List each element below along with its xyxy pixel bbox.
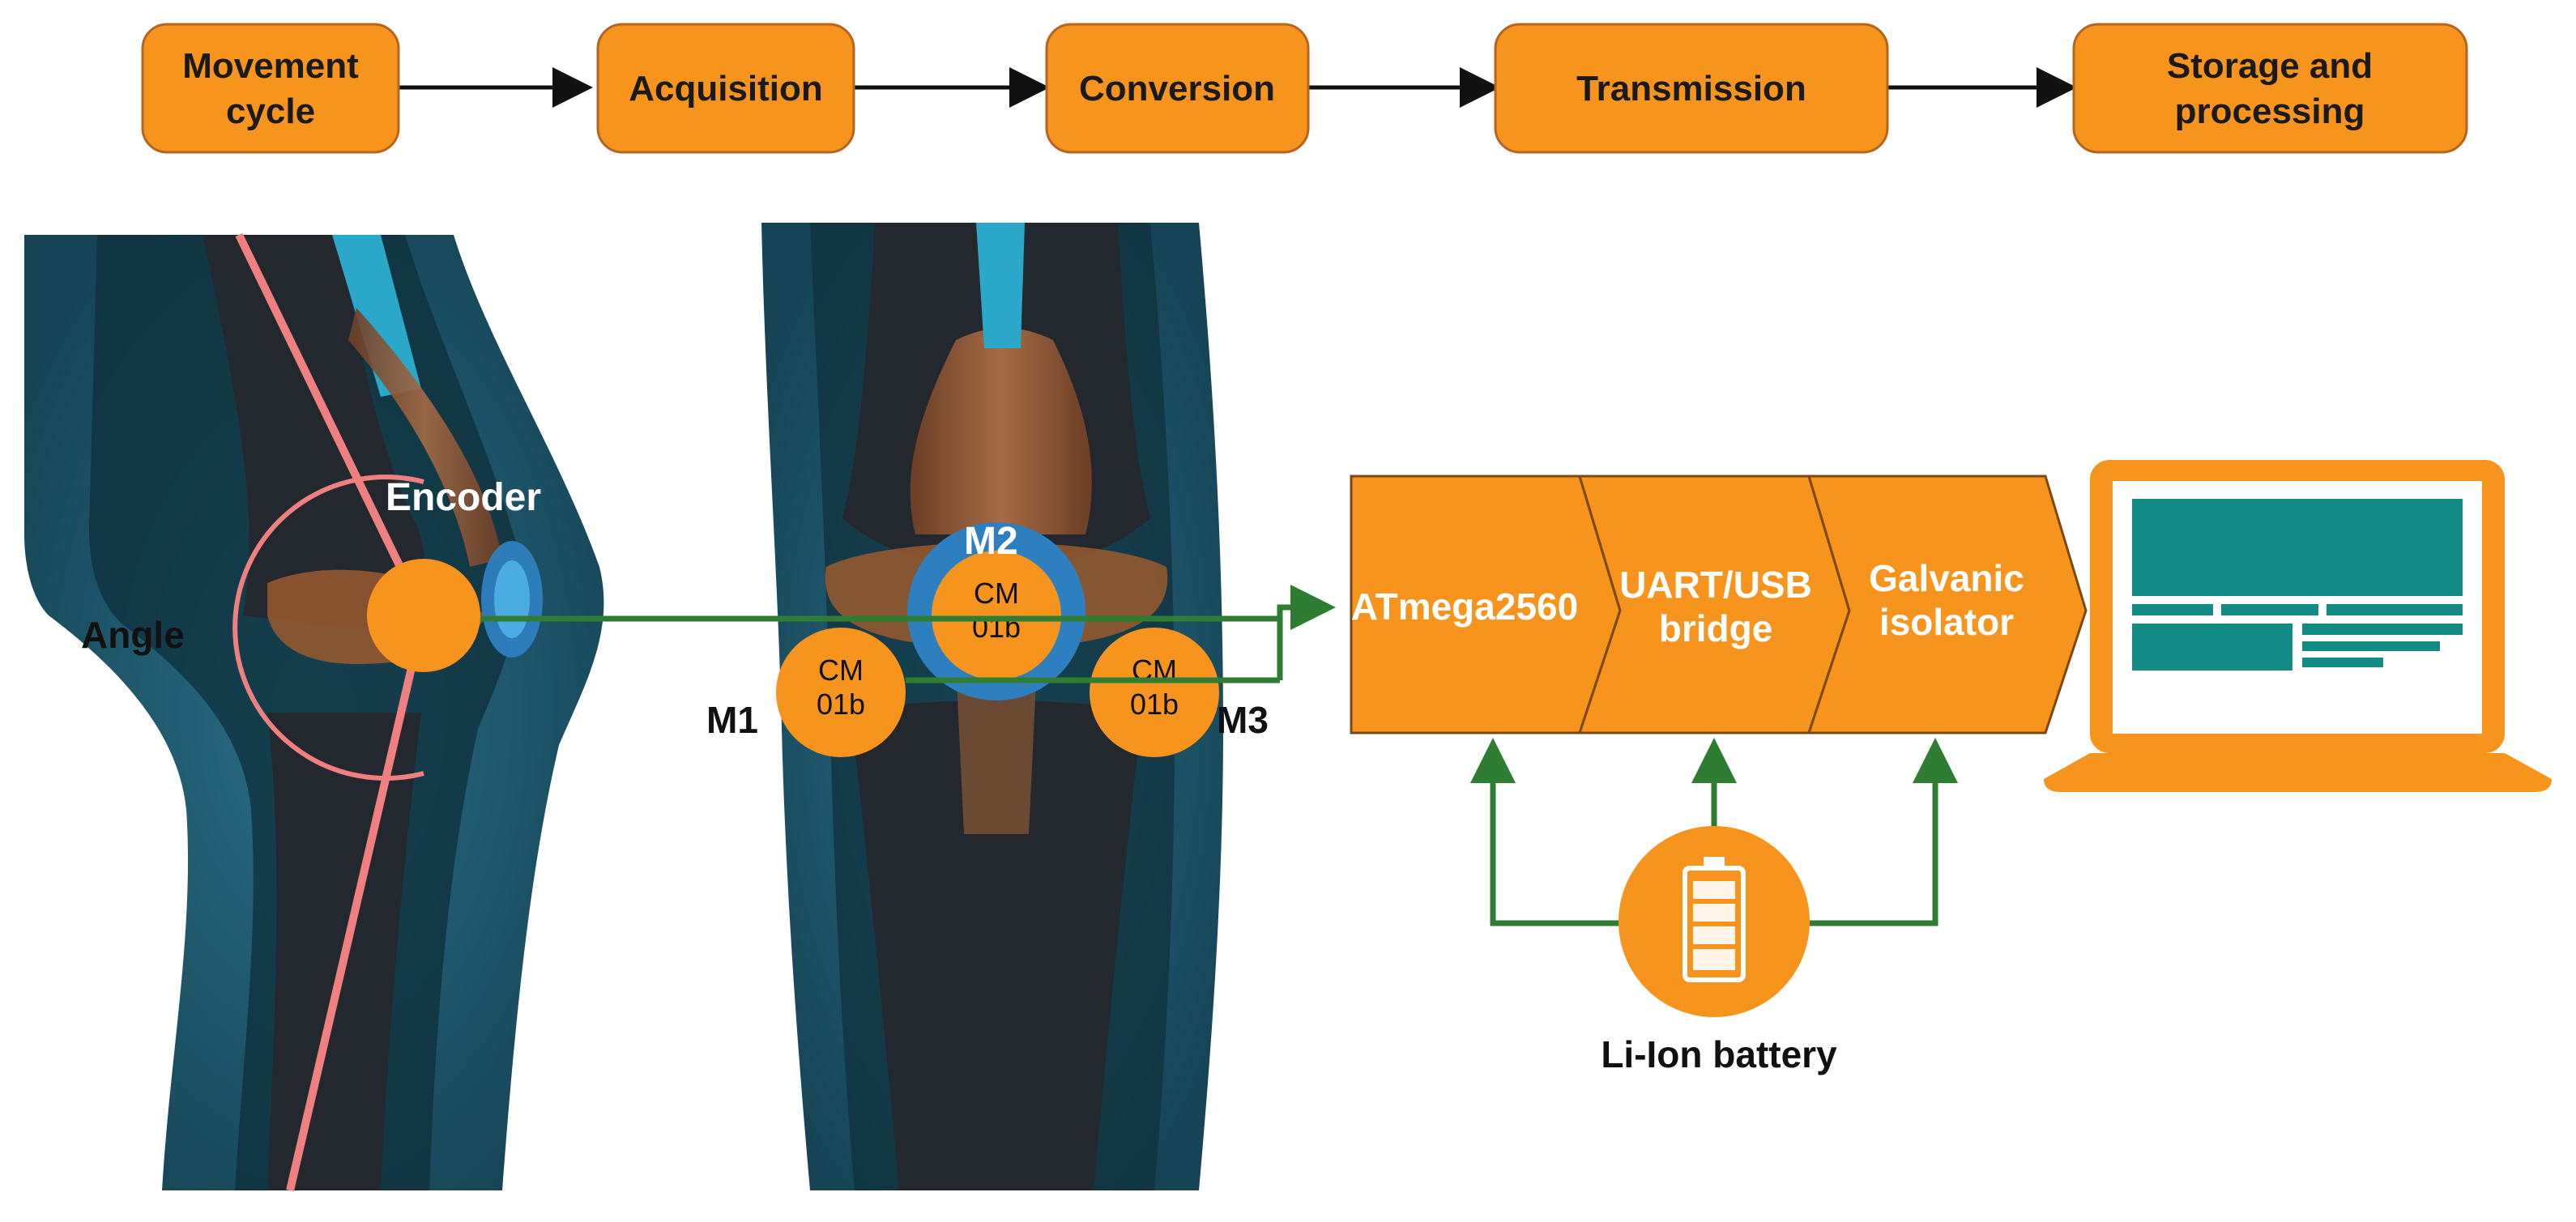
encoder-label: Encoder [386,476,541,519]
sensor-m2-line1: CM [974,577,1019,610]
block-uart-label-line2: bridge [1659,607,1773,649]
sensor-m3: CM 01b [1090,628,1219,757]
sensor-m2: CM 01b [932,551,1061,680]
stage-label-line1: Movement [182,46,359,86]
pipeline: Movement cycle Acquisition Conversion Tr… [141,23,2468,154]
shank-axis-line [286,614,428,1192]
muscle-side [348,308,502,567]
femur-side [203,235,425,632]
stage-storage-processing: Storage and processing [2072,23,2468,154]
angle-arc [232,475,424,781]
sensor-m2-line2: 01b [972,611,1021,644]
angle-label: Angle [81,614,185,656]
block-galvanic-label-line1: Galvanic [1869,557,2024,599]
block-uart-label-line1: UART/USB [1619,564,1812,606]
stage-movement-cycle: Movement cycle [141,23,400,154]
power-wires [1470,738,1958,926]
block-atmega-label: ATmega2560 [1351,585,1578,628]
stage-label-line2: cycle [226,92,315,131]
quadriceps-front [910,328,1092,534]
sensor-m1: CM 01b [776,628,906,757]
thigh-axis-line [235,232,428,618]
power-wire-left [1470,738,1620,926]
stage-label: Transmission [1576,69,1806,109]
stage-label: Acquisition [629,69,823,109]
tibia-front [851,700,1142,1190]
hardware-chain: ATmega2560 UART/USB bridge Galvanic isol… [1350,475,2088,734]
sensor-m1-label: M1 [706,699,758,741]
stage-conversion: Conversion [1045,23,1310,154]
encoder-circle [367,559,480,672]
quadriceps-tendon-side [332,235,421,397]
patellar-tendon-front [956,664,1037,834]
knee-front-view: CM 01b CM 01b CM 01b M1 M2 M3 [706,223,1269,1190]
sensor-m3-line2: 01b [1130,688,1179,721]
stage-label-line2: processing [2175,92,2365,131]
stage-acquisition: Acquisition [596,23,855,154]
laptop-base [2044,753,2552,792]
battery: Li-Ion battery [1601,826,1837,1075]
battery-icon [1683,857,1746,982]
stage-label-line1: Storage and [2167,46,2373,86]
block-galvanic-isolator [1806,475,2088,734]
signal-wires [480,585,1336,683]
stage-label: Conversion [1079,69,1275,109]
stage-transmission: Transmission [1494,23,1889,154]
battery-label: Li-Ion battery [1601,1033,1837,1075]
sensor-m1-line1: CM [818,654,864,687]
power-wire-right [1806,738,1958,926]
wire-merge [1277,585,1336,680]
block-galvanic-label-line2: isolator [1879,601,2014,643]
sensor-m2-label: M2 [964,520,1018,563]
quadriceps-tendon-front [976,223,1025,348]
sensor-m1-line2: 01b [817,688,865,721]
knee-side-view: Angle Encoder [24,232,604,1192]
sensor-m3-label: M3 [1217,699,1269,741]
laptop-icon [2044,460,2552,792]
